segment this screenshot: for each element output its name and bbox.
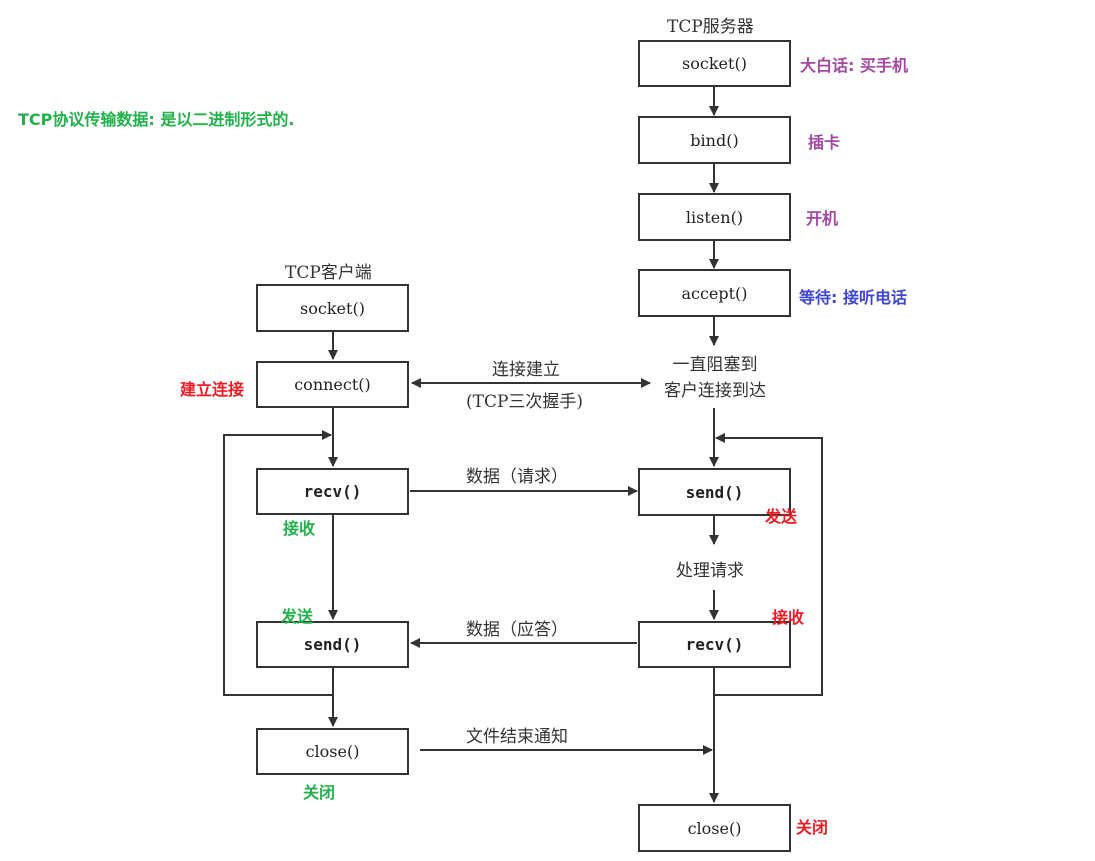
server-socket-box: socket() — [638, 40, 791, 87]
annotation-client-send: 发送 — [281, 607, 314, 626]
eof-label: 文件结束通知 — [466, 727, 568, 747]
annotation-server-recv: 接收 — [772, 608, 805, 627]
annotation-wait-call: 等待: 接听电话 — [799, 288, 907, 307]
binary-transfer-note: TCP协议传输数据: 是以二进制形式的. — [18, 110, 295, 129]
server-block-line1: 一直阻塞到 — [672, 355, 758, 375]
client-connect-box: connect() — [256, 361, 409, 408]
server-close-box: close() — [638, 804, 791, 852]
annotation-server-close: 关闭 — [796, 818, 829, 837]
annotation-server-send: 发送 — [765, 507, 798, 526]
client-recv-box: recv() — [256, 468, 409, 515]
connect-label-line2: (TCP三次握手) — [466, 392, 584, 412]
server-send-box: send() — [638, 468, 791, 516]
annotation-client-close: 关闭 — [303, 783, 336, 802]
annotation-establish: 建立连接 — [180, 380, 245, 399]
server-listen-box: listen() — [638, 193, 791, 241]
response-label: 数据（应答） — [466, 620, 568, 640]
client-close-box: close() — [256, 728, 409, 775]
server-process-label: 处理请求 — [676, 561, 744, 581]
connect-label-line1: 连接建立 — [492, 360, 560, 380]
annotation-insert-card: 插卡 — [808, 133, 841, 152]
server-heading: TCP服务器 — [667, 17, 754, 37]
client-heading: TCP客户端 — [285, 263, 372, 283]
server-loop — [713, 433, 823, 696]
annotation-power-on: 开机 — [806, 209, 839, 228]
client-send-box: send() — [256, 621, 409, 668]
request-label: 数据（请求） — [466, 467, 568, 487]
annotation-client-recv: 接收 — [283, 519, 316, 538]
annotation-buy-phone: 大白话: 买手机 — [800, 56, 908, 75]
client-loop — [223, 430, 333, 696]
server-block-line2: 客户连接到达 — [664, 381, 766, 401]
server-recv-box: recv() — [638, 621, 791, 668]
client-socket-box: socket() — [256, 284, 409, 332]
server-accept-box: accept() — [638, 269, 791, 317]
server-bind-box: bind() — [638, 116, 791, 164]
